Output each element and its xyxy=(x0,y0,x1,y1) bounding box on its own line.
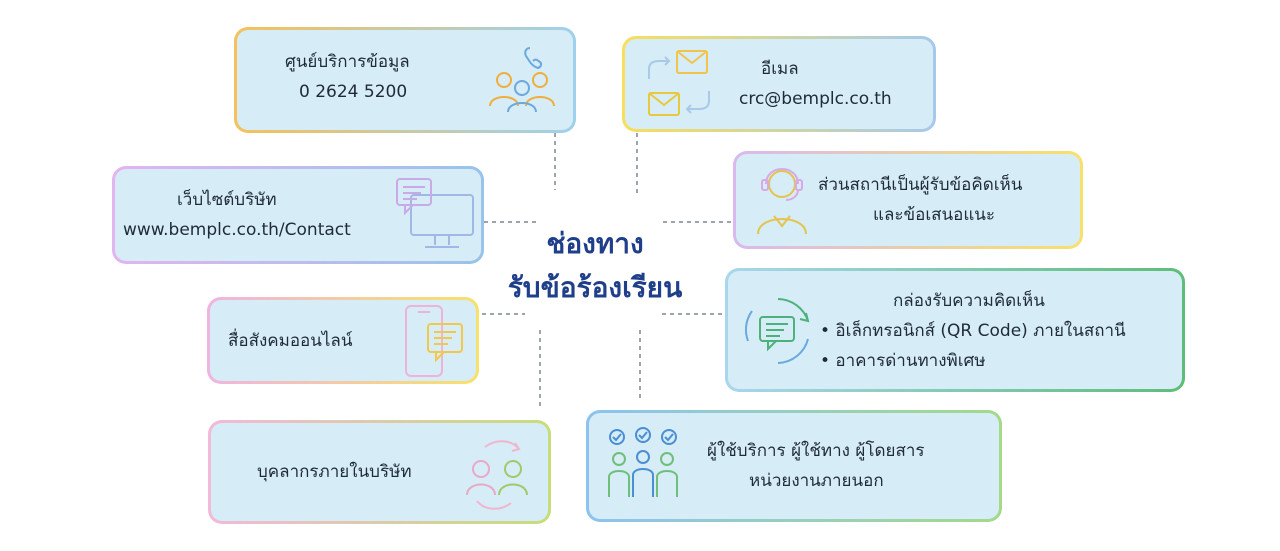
email-envelope-icon xyxy=(648,50,710,116)
call-center-card: ศูนย์บริการข้อมูล 0 2624 5200 xyxy=(234,27,576,133)
comment-box-item2: • อาคารด่านทางพิเศษ xyxy=(820,351,986,371)
station-card: ส่วนสถานีเป็นผู้รับข้อคิดเห็น และข้อเสนอ… xyxy=(733,151,1083,249)
email-address: crc@bemplc.co.th xyxy=(739,89,892,109)
social-phone-chat-icon xyxy=(405,305,463,377)
call-center-phone: 0 2624 5200 xyxy=(299,82,408,102)
website-url: www.bemplc.co.th/Contact xyxy=(123,220,351,240)
staff-exchange-icon xyxy=(466,440,528,510)
website-title: เว็บไซต์บริษัท xyxy=(177,190,277,210)
email-title: อีเมล xyxy=(761,59,799,79)
comment-box-title: กล่องรับความคิดเห็น xyxy=(893,291,1045,311)
station-line2: และข้อเสนอแนะ xyxy=(873,205,996,225)
staff-title: บุคลากรภายในบริษัท xyxy=(257,462,412,482)
users-line2: หน่วยงานภายนอก xyxy=(749,471,884,491)
website-card: เว็บไซต์บริษัท www.bemplc.co.th/Contact xyxy=(112,166,484,264)
users-line1: ผู้ใช้บริการ ผู้ใช้ทาง ผู้โดยสาร xyxy=(707,441,925,461)
center-title: ช่องทาง รับข้อร้องเรียน xyxy=(490,222,700,310)
website-monitor-chat-icon xyxy=(396,178,474,248)
center-title-line2: รับข้อร้องเรียน xyxy=(507,271,683,304)
center-title-line1: ช่องทาง xyxy=(546,227,644,260)
call-center-people-icon xyxy=(489,47,555,113)
email-card: อีเมล crc@bemplc.co.th xyxy=(622,36,936,132)
comment-box-cycle-icon xyxy=(745,298,810,364)
users-group-icon xyxy=(608,427,678,497)
comment-box-card: กล่องรับความคิดเห็น • อิเล็กทรอนิกส์ (QR… xyxy=(725,268,1185,392)
users-card: ผู้ใช้บริการ ผู้ใช้ทาง ผู้โดยสาร หน่วยงา… xyxy=(586,410,1002,522)
social-card: สื่อสังคมออนไลน์ xyxy=(207,297,479,384)
social-title: สื่อสังคมออนไลน์ xyxy=(228,331,353,351)
call-center-title: ศูนย์บริการข้อมูล xyxy=(285,52,410,72)
station-line1: ส่วนสถานีเป็นผู้รับข้อคิดเห็น xyxy=(818,175,1023,195)
comment-box-item1: • อิเล็กทรอนิกส์ (QR Code) ภายในสถานี xyxy=(820,321,1126,341)
staff-card: บุคลากรภายในบริษัท xyxy=(208,420,551,524)
station-operator-icon xyxy=(757,168,807,235)
